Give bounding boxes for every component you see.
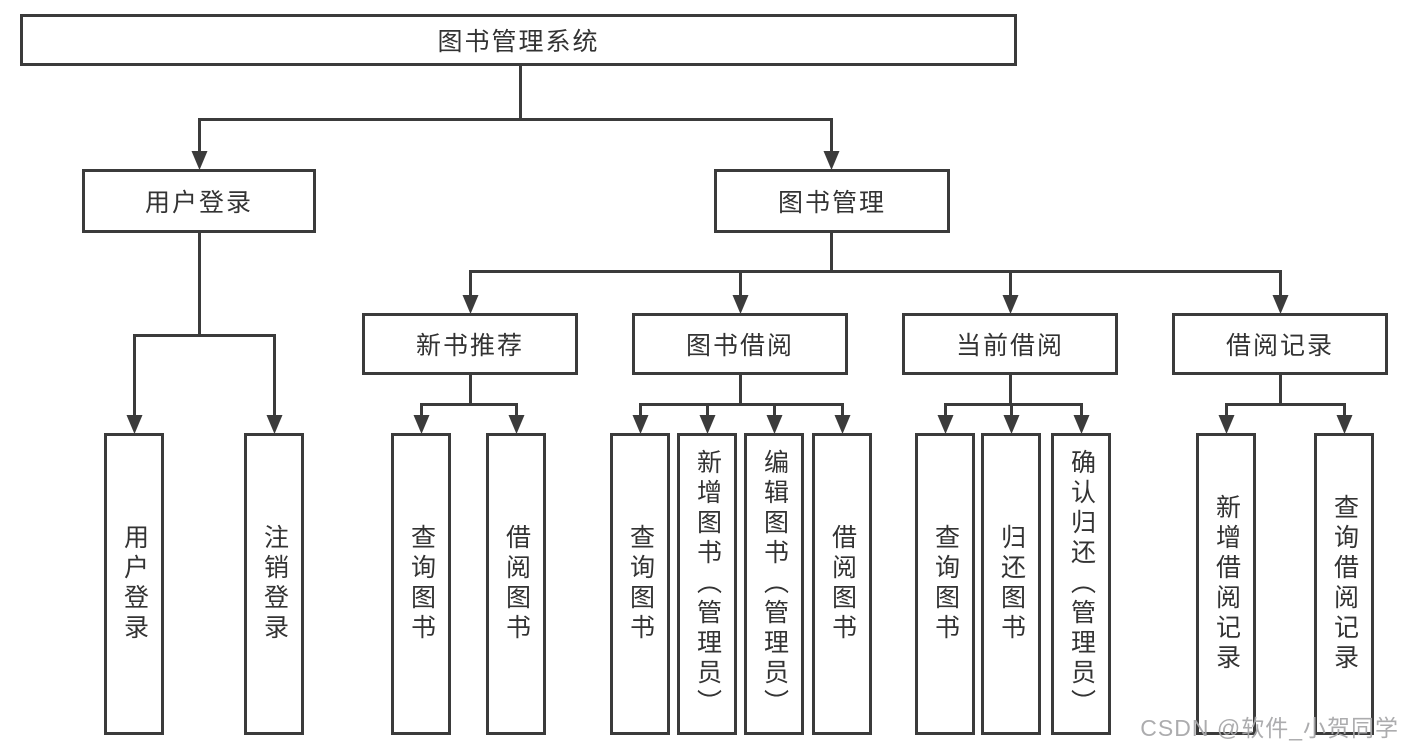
node-label: 新增借阅记录 [1212,494,1241,674]
leaf-logout: 注销登录 [244,433,304,735]
leaf-query-books-recommend: 查询图书 [391,433,451,735]
node-label: 新书推荐 [415,332,524,360]
leaf-confirm-return-admin: 确认归还（管理员） [1051,433,1111,735]
node-label: 查询图书 [407,524,436,644]
leaf-return-books: 归还图书 [981,433,1041,735]
node-label: 归还图书 [997,524,1026,644]
csdn-watermark: CSDN @软件_小贺同学 [1140,715,1399,741]
node-label: 图书借阅 [685,332,794,360]
leaf-edit-books-admin: 编辑图书（管理员） [744,433,804,735]
leaf-add-borrow-record: 新增借阅记录 [1196,433,1256,735]
node-label: 确认归还（管理员） [1067,449,1096,719]
leaf-query-borrow-record: 查询借阅记录 [1314,433,1374,735]
node-book-management-branch: 图书管理 [714,169,950,233]
node-root-system: 图书管理系统 [20,14,1017,66]
leaf-borrow-books-recommend: 借阅图书 [486,433,546,735]
node-label: 查询借阅记录 [1330,494,1359,674]
node-borrowing-records: 借阅记录 [1172,313,1388,375]
node-label: 用户登录 [120,524,149,644]
leaf-borrow-books: 借阅图书 [812,433,872,735]
node-current-borrowing: 当前借阅 [902,313,1118,375]
node-label: 查询图书 [931,524,960,644]
node-label: 编辑图书（管理员） [760,449,789,719]
node-label: 借阅图书 [828,524,857,644]
node-book-borrowing: 图书借阅 [632,313,848,375]
node-new-book-recommend: 新书推荐 [362,313,578,375]
leaf-add-books-admin: 新增图书（管理员） [677,433,737,735]
node-label: 用户登录 [144,189,253,217]
node-label: 查询图书 [626,524,655,644]
leaf-query-books-borrow: 查询图书 [610,433,670,735]
node-label: 当前借阅 [955,332,1064,360]
node-label: 借阅记录 [1225,332,1334,360]
node-label: 图书管理 [777,189,886,217]
node-user-login-branch: 用户登录 [82,169,316,233]
node-label: 借阅图书 [502,524,531,644]
node-label: 图书管理系统 [437,28,600,56]
node-label: 注销登录 [260,524,289,644]
node-label: 新增图书（管理员） [693,449,722,719]
leaf-query-books-current: 查询图书 [915,433,975,735]
leaf-user-login: 用户登录 [104,433,164,735]
